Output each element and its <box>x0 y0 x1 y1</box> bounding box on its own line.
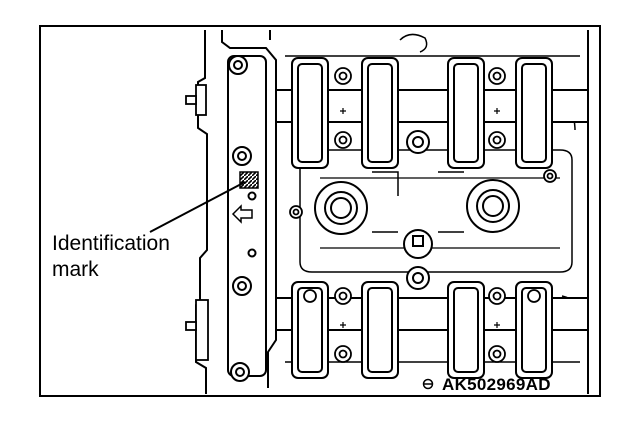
callout-leader-line <box>149 181 246 233</box>
callout-label-line2: mark <box>52 258 99 281</box>
reference-symbol-icon <box>422 378 434 390</box>
cap-markings <box>340 108 500 328</box>
callout-label-line1: Identification <box>52 232 170 255</box>
side-strip <box>227 55 267 382</box>
plug-wells <box>314 130 520 290</box>
bearing-caps-bottom <box>291 281 553 379</box>
bearing-caps-top <box>291 57 553 169</box>
side-connectors <box>185 84 209 361</box>
cap-bolts <box>289 67 557 363</box>
identification-mark-icon <box>239 171 259 189</box>
figure-code: AK502969AD <box>442 375 551 394</box>
arrow-left-icon <box>231 204 253 224</box>
